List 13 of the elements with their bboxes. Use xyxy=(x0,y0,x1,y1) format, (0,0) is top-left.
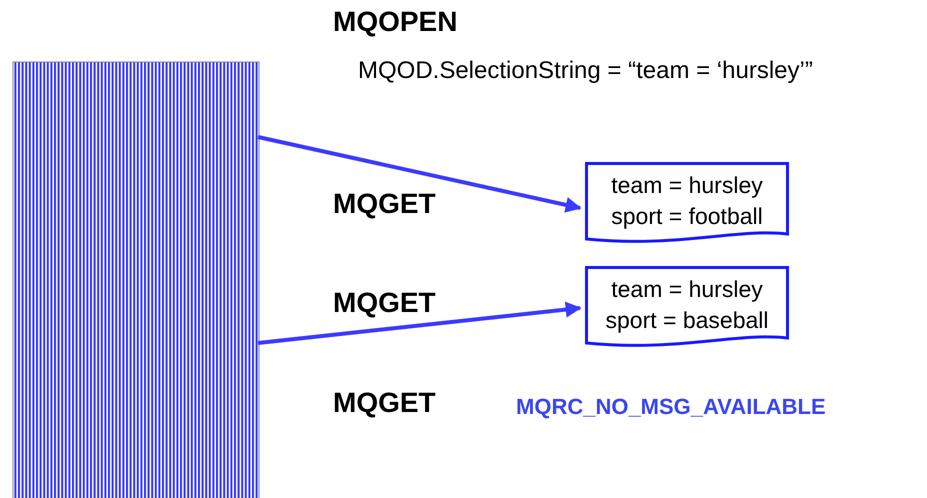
selection-string: MQOD.SelectionString = “team = ‘hursley’” xyxy=(358,57,813,85)
message-field: team = hursley xyxy=(611,274,763,305)
message-field: sport = baseball xyxy=(605,305,769,336)
call-name: MQGET xyxy=(333,188,436,220)
message-field: team = hursley xyxy=(611,170,763,201)
queue-bar xyxy=(12,62,260,498)
arrow xyxy=(258,135,582,213)
call-name: MQOPEN xyxy=(333,6,458,38)
call-name: MQGET xyxy=(333,387,436,419)
message-field: sport = football xyxy=(611,201,763,232)
arrow xyxy=(258,302,582,345)
return-code: MQRC_NO_MSG_AVAILABLE xyxy=(516,394,826,420)
call-name: MQGET xyxy=(333,287,436,319)
